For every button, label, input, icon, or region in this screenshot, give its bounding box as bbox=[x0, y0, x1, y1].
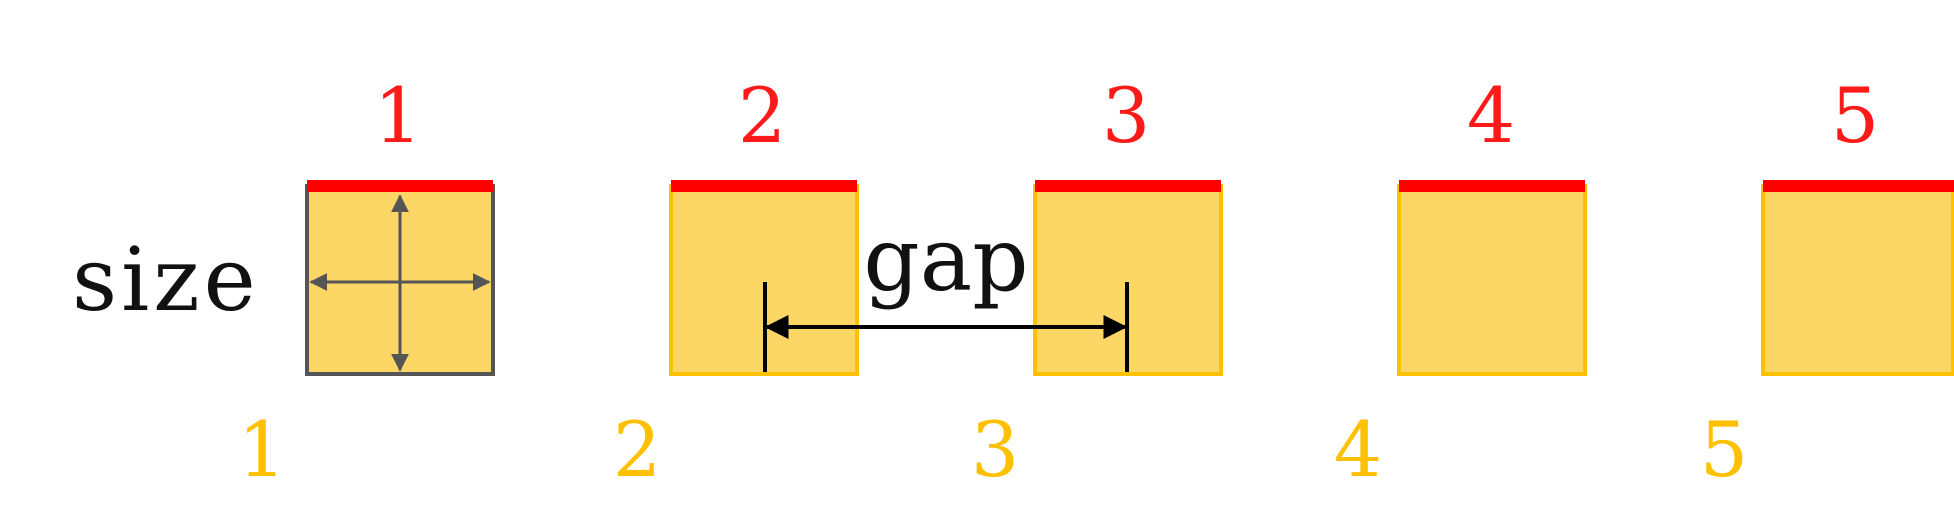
top-bar-4 bbox=[1399, 180, 1585, 192]
gap-label: gap bbox=[863, 208, 1028, 311]
top-bar-1 bbox=[307, 180, 493, 192]
top-number-4: 4 bbox=[1467, 71, 1515, 160]
size-label: size bbox=[72, 228, 260, 331]
top-number-3: 3 bbox=[1102, 71, 1150, 160]
bottom-number-5: 5 bbox=[1700, 405, 1748, 494]
box-4 bbox=[1397, 184, 1587, 376]
top-bar-5 bbox=[1763, 180, 1954, 192]
bottom-number-3: 3 bbox=[971, 405, 1019, 494]
top-bar-3 bbox=[1035, 180, 1221, 192]
bottom-number-1: 1 bbox=[238, 405, 286, 494]
top-number-1: 1 bbox=[374, 71, 422, 160]
bottom-number-2: 2 bbox=[613, 405, 661, 494]
top-number-5: 5 bbox=[1831, 71, 1879, 160]
bottom-number-4: 4 bbox=[1334, 405, 1382, 494]
box-5 bbox=[1761, 184, 1954, 376]
top-bar-2 bbox=[671, 180, 857, 192]
top-number-2: 2 bbox=[738, 71, 786, 160]
